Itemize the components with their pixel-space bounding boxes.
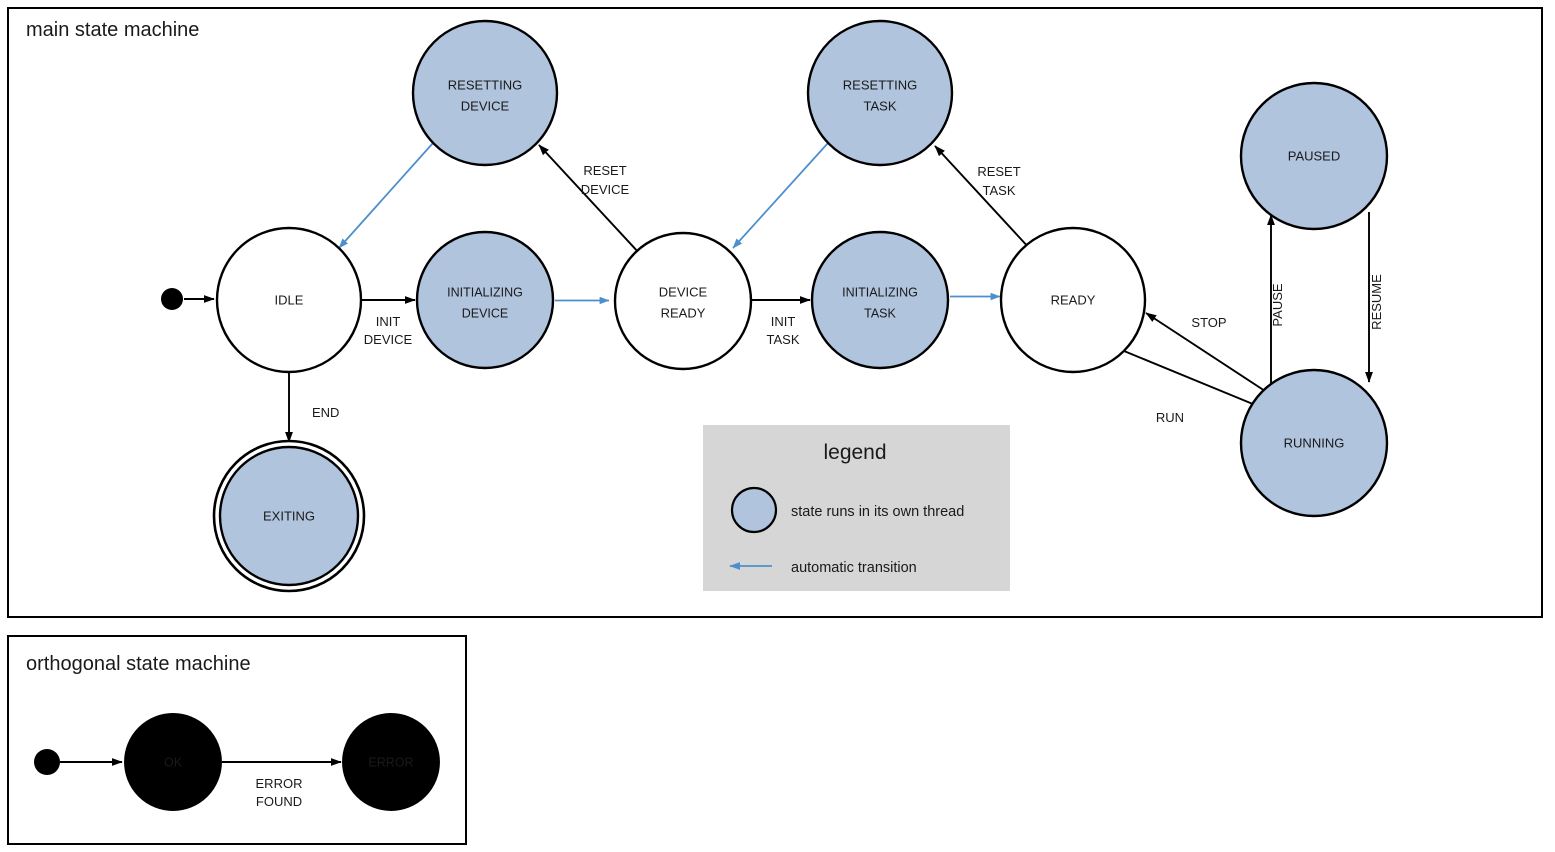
transition-device-ready-to-initializing-task[interactable]: INIT TASK [751,296,811,347]
legend-title: legend [823,441,886,464]
transition-idle-to-initializing-device[interactable]: INIT DEVICE [361,296,416,347]
initial-pseudostate-orthogonal [34,749,60,775]
state-label-running: RUNNING [1284,435,1345,450]
state-error[interactable]: ERROR [342,713,440,811]
edge-ready-to-resetting-task [934,145,1032,251]
state-circle-error [342,713,440,811]
state-paused[interactable]: PAUSED [1239,81,1389,231]
transition-running-to-paused[interactable]: PAUSE [1267,214,1285,388]
edge-label-init-device-line1: INIT [376,314,401,329]
state-label-initializing-task-line1: INITIALIZING [842,285,918,299]
state-initializing-task[interactable]: INITIALIZING TASK [810,230,950,370]
edge-label-init-device-line2: DEVICE [364,332,413,347]
state-idle[interactable]: IDLE [215,226,363,374]
transition-ready-to-running[interactable]: RUN [1123,350,1266,425]
state-circle-initializing-task [810,230,950,370]
main-frame-title: main state machine [26,19,199,41]
transition-resetting-task-to-device-ready[interactable] [732,142,829,249]
state-label-initializing-device-line2: DEVICE [462,306,509,320]
transition-device-ready-to-resetting-device[interactable]: RESET DEVICE [538,144,641,255]
edge-device-ready-to-resetting-device [538,144,641,255]
legend-item-auto-label: automatic transition [791,560,917,576]
edge-label-reset-device-line1: RESET [583,163,626,178]
main-states: RESETTING DEVICE RESETTING TASK PAUSED I… [161,19,1389,593]
edge-label-pause: PAUSE [1270,283,1285,326]
state-label-resetting-task-line2: TASK [864,98,897,113]
state-device-ready[interactable]: DEVICE READY [613,231,753,371]
state-label-ready: READY [1051,292,1096,307]
state-circle-device-ready [613,231,753,371]
edge-label-reset-task-line1: RESET [977,164,1020,179]
transition-idle-to-exiting[interactable]: END [285,372,339,443]
transition-paused-to-running[interactable]: RESUME [1365,212,1384,383]
edge-label-reset-task-line2: TASK [983,183,1016,198]
state-label-idle: IDLE [275,292,304,307]
initial-pseudostate-main [161,288,183,310]
state-label-device-ready-line2: READY [661,305,706,320]
edge-running-to-ready [1145,312,1266,392]
edge-resetting-device-to-idle [338,142,434,249]
state-running[interactable]: RUNNING [1239,368,1389,518]
state-circle-idle [215,226,363,374]
state-initializing-device[interactable]: INITIALIZING DEVICE [415,230,555,370]
edge-resetting-task-to-device-ready [732,142,829,249]
legend: legend state runs in its own thread auto… [703,425,1010,591]
transition-ready-to-resetting-task[interactable]: RESET TASK [934,145,1032,251]
transition-running-to-ready[interactable]: STOP [1145,312,1266,392]
edge-label-resume: RESUME [1369,274,1384,330]
state-label-ok: OK [164,755,183,769]
state-ok[interactable]: OK [124,713,222,811]
state-resetting-task[interactable]: RESETTING TASK [806,19,954,167]
edge-ready-to-running [1123,350,1266,410]
state-label-initializing-task-line2: TASK [864,306,896,320]
edge-label-error-found-line1: ERROR [256,776,303,791]
orthogonal-transitions: ERROR FOUND [60,758,342,809]
legend-thread-swatch-icon [730,486,778,534]
state-circle-ok [124,713,222,811]
state-circle-initializing-device [415,230,555,370]
edge-label-reset-device-line2: DEVICE [581,182,630,197]
edge-label-error-found-line2: FOUND [256,794,302,809]
edge-label-end: END [312,405,339,420]
state-label-resetting-task-line1: RESETTING [843,77,917,92]
state-resetting-device[interactable]: RESETTING DEVICE [411,19,559,167]
state-label-exiting: EXITING [263,508,315,523]
edge-label-init-task-line1: INIT [771,314,796,329]
edge-label-init-task-line2: TASK [767,332,800,347]
transition-resetting-device-to-idle[interactable] [338,142,434,249]
state-label-resetting-device-line2: DEVICE [461,98,510,113]
state-exiting[interactable]: EXITING [212,439,366,593]
edge-label-stop: STOP [1191,315,1226,330]
state-ready[interactable]: READY [999,226,1147,374]
state-circle-resetting-task [806,19,954,167]
state-circle-resetting-device [411,19,559,167]
state-circle-exiting [218,445,360,587]
state-label-paused: PAUSED [1288,148,1341,163]
transition-ok-to-error[interactable]: ERROR FOUND [222,758,342,809]
state-label-error: ERROR [368,755,413,769]
edge-label-run: RUN [1156,410,1184,425]
orthogonal-states: OK ERROR [34,713,440,811]
state-circle-paused [1239,81,1389,231]
orthogonal-frame-title: orthogonal state machine [26,653,251,675]
legend-item-thread-label: state runs in its own thread [791,504,964,520]
state-label-initializing-device-line1: INITIALIZING [447,285,523,299]
state-label-resetting-device-line1: RESETTING [448,77,522,92]
state-circle-running [1239,368,1389,518]
main-transitions: INIT DEVICE RESET DEVICE INIT TASK [184,142,1384,443]
state-circle-ready [999,226,1147,374]
state-label-device-ready-line1: DEVICE [659,284,708,299]
